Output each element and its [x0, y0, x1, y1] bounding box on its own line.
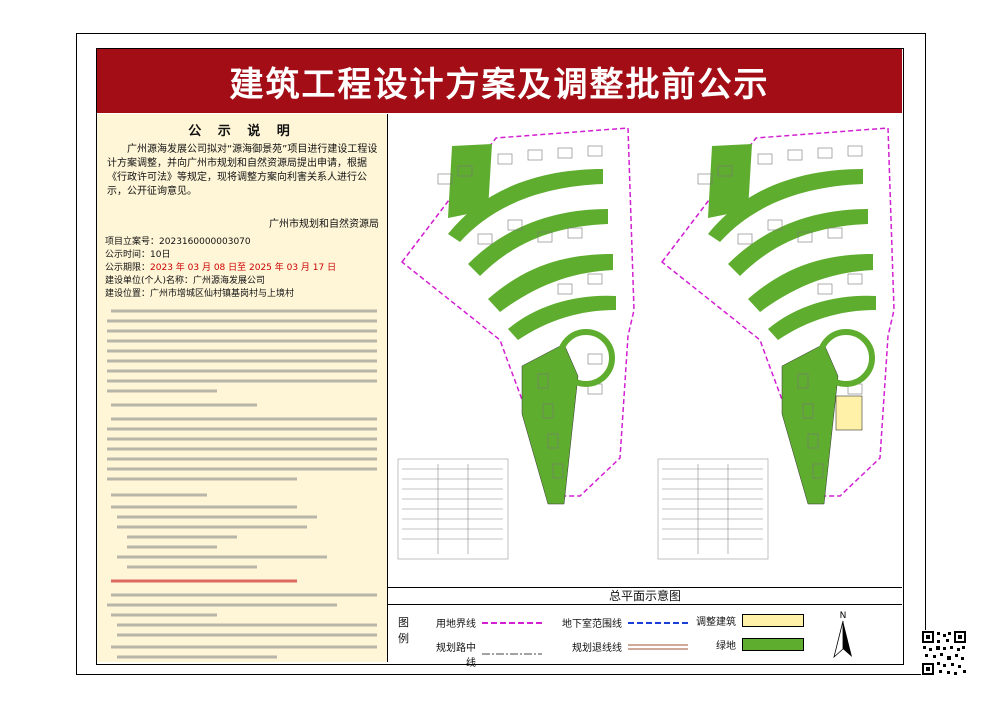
deadline-value: 2023 年 03 月 08 日至 2025 年 03 月 17 日	[150, 263, 337, 273]
notice-signature: 广州市规划和自然资源局	[269, 219, 379, 230]
deadline-label: 公示期限：	[105, 263, 151, 273]
north-arrow-icon: N	[833, 611, 852, 659]
legend-item-basement: 地下室范围线	[558, 615, 688, 630]
project-no-row: 项目立案号：2023160000003070	[105, 236, 379, 249]
site-plan-right	[657, 127, 895, 560]
adjusted-building	[835, 395, 863, 431]
applicant-row: 建设单位(个人)名称：广州源海发展公司	[105, 275, 379, 288]
legend-title: 图例	[398, 616, 409, 645]
period-value: 10日	[150, 250, 171, 260]
site-plan-left	[397, 127, 635, 560]
period-row: 公示时间：10日	[105, 249, 379, 262]
svg-text:N: N	[840, 611, 847, 621]
period-label: 公示时间：	[105, 250, 151, 260]
outer-frame	[76, 33, 926, 675]
notice-heading: 公 示 说 明	[188, 124, 296, 139]
plan-caption: 总平面示意图	[388, 587, 902, 604]
applicant-label: 建设单位(个人)名称：	[105, 276, 194, 286]
deadline-row: 公示期限：2023 年 03 月 08 日至 2025 年 03 月 17 日	[105, 262, 379, 275]
boundary-line-swatch	[482, 621, 542, 624]
project-no-label: 项目立案号：	[105, 237, 160, 247]
setback-swatch	[628, 644, 688, 649]
legend: 图例 用地界线 地下室范围线 调整建筑 规划路中线 规划退线线 绿地 N	[388, 604, 902, 669]
adjusted-swatch	[742, 614, 804, 627]
notice-intro: 广州源海发展公司拟对“源海御景苑”项目进行建设工程设计方案调整，并向广州市规划和…	[107, 144, 378, 197]
notice-body-text	[107, 309, 377, 659]
qr-code-icon	[921, 630, 967, 676]
legend-item-adjusted: 调整建筑	[688, 613, 804, 628]
page-title: 建筑工程设计方案及调整批前公示	[97, 49, 902, 113]
legend-item-road-center: 规划路中线	[428, 639, 542, 669]
notice-panel: 公 示 说 明 广州源海发展公司拟对“源海御景苑”项目进行建设工程设计方案调整，…	[97, 114, 388, 662]
basement-line-swatch	[628, 621, 688, 624]
site-plan-drawings	[397, 127, 895, 560]
applicant-value: 广州源海发展公司	[193, 276, 266, 286]
location-label: 建设位置：	[105, 289, 151, 299]
location-value: 广州市增城区仙村镇基岗村与上境村	[150, 289, 295, 299]
location-row: 建设位置：广州市增城区仙村镇基岗村与上境村	[105, 288, 379, 301]
site-plan-area	[388, 114, 902, 587]
legend-item-boundary: 用地界线	[428, 615, 542, 630]
project-no-value: 2023160000003070	[159, 237, 251, 247]
legend-item-setback: 规划退线线	[558, 639, 688, 654]
green-swatch	[742, 638, 804, 651]
road-center-swatch	[482, 653, 542, 655]
legend-item-green: 绿地	[688, 637, 804, 652]
